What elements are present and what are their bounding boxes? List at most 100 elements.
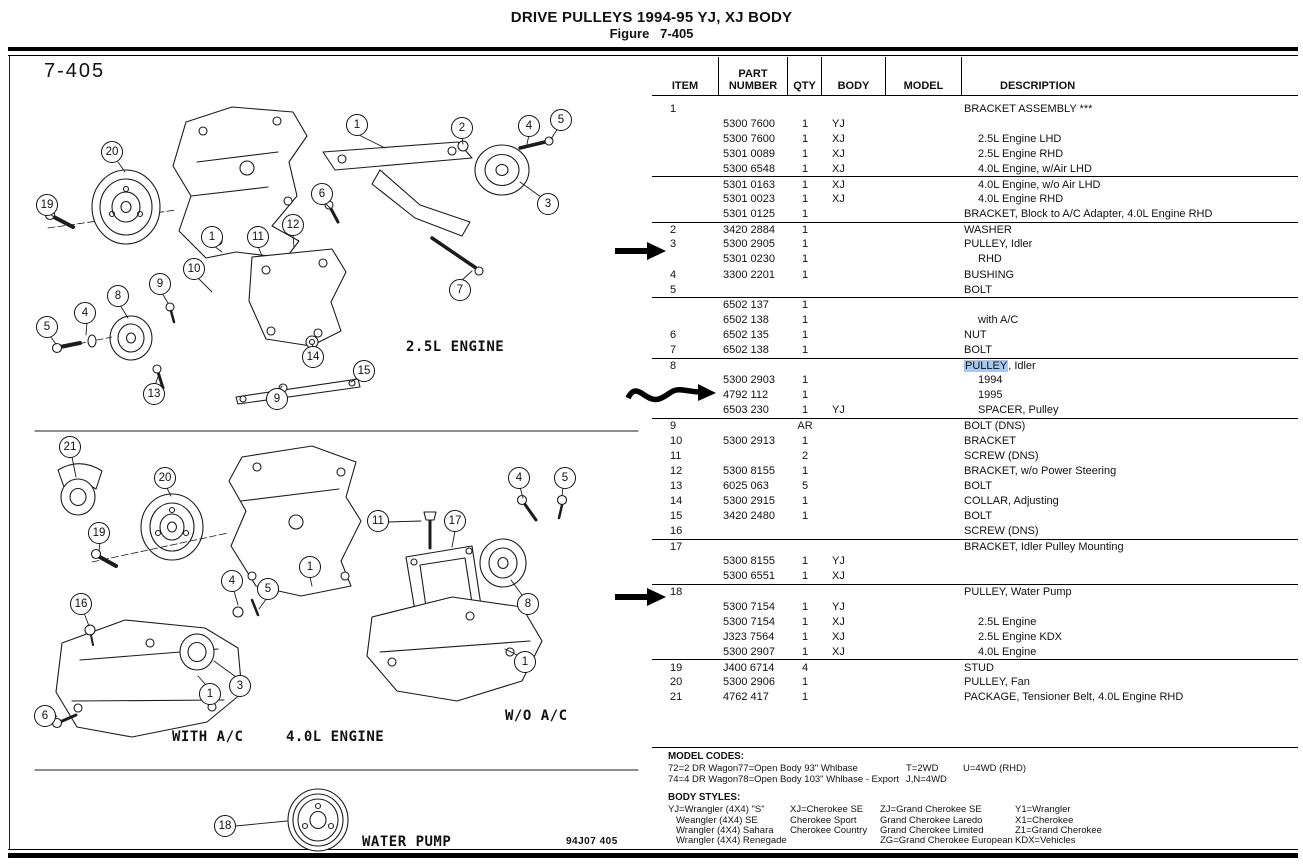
col-header-description: DESCRIPTION	[1000, 80, 1076, 92]
cell-part: 3300 2201	[723, 268, 775, 281]
plate-code: 94J07 405	[566, 836, 618, 847]
cell-part: 3420 2480	[723, 510, 775, 523]
cell-description: 1994	[978, 374, 1003, 387]
cell-qty: 1	[801, 374, 809, 387]
cell-body: YJ	[832, 117, 845, 130]
cell-description: BRACKET, Idler Pulley Mounting	[964, 540, 1124, 553]
body-styles-section: BODY STYLES: YJ=Wrangler (4X4) "S"XJ=Che…	[668, 792, 1102, 847]
callout-11: 11	[247, 226, 269, 248]
callout-4: 4	[221, 570, 243, 592]
cell-part: 6502 137	[723, 299, 769, 312]
cell-item: 3	[670, 238, 677, 251]
callout-15: 15	[353, 360, 375, 382]
callout-4: 4	[508, 467, 530, 489]
cell-description: 4.0L Engine	[978, 645, 1037, 658]
cell-item: 18	[670, 586, 683, 599]
callout-1: 1	[346, 114, 368, 136]
cell-description: BOLT (DNS)	[964, 420, 1026, 433]
cell-qty: 1	[801, 404, 809, 417]
callout-6: 6	[34, 705, 56, 727]
cell-part: 5300 7154	[723, 615, 775, 628]
callout-1: 1	[201, 226, 223, 248]
cell-qty: 1	[801, 630, 809, 643]
cell-description: 4.0L Engine RHD	[978, 193, 1064, 206]
callout-18: 18	[214, 815, 236, 837]
cell-body: XJ	[832, 570, 845, 583]
callout-12: 12	[282, 214, 304, 236]
cell-qty: 1	[801, 344, 809, 357]
cell-description: 1995	[978, 389, 1003, 402]
cell-description: SCREW (DNS)	[964, 525, 1039, 538]
cell-description: PULLEY, Water Pump	[964, 586, 1072, 599]
cell-part: 5301 0125	[723, 208, 775, 221]
col-header-part-line1: PART	[738, 68, 768, 80]
label-water-pump: WATER PUMP	[362, 834, 452, 850]
callout-7: 7	[449, 279, 471, 301]
cell-item: 4	[670, 268, 677, 281]
callout-11: 11	[367, 510, 389, 532]
cell-part: 5300 7600	[723, 132, 775, 145]
code-cell: Wrangler (4X4) Renegade	[676, 835, 787, 847]
cell-body: XJ	[832, 178, 845, 191]
code-cell: ZJ=Grand Cherokee SE	[880, 804, 982, 816]
model-codes-heading: MODEL CODES:	[668, 751, 745, 762]
cell-description: PULLEY, Idler	[964, 359, 1036, 372]
page-left-border	[9, 56, 10, 849]
cell-part: 5300 2905	[723, 238, 775, 251]
cell-qty: 1	[801, 645, 809, 658]
cell-body: YJ	[832, 600, 845, 613]
callout-1: 1	[199, 683, 221, 705]
cell-description: 4.0L Engine, w/Air LHD	[978, 162, 1092, 175]
cell-description: SCREW (DNS)	[964, 449, 1039, 462]
cell-item: 10	[670, 434, 683, 447]
callout-20: 20	[154, 467, 176, 489]
cell-part: 4792 112	[723, 389, 769, 402]
cell-qty: 1	[801, 268, 809, 281]
code-cell: X1=Cherokee	[1015, 814, 1074, 826]
code-cell: Wrangler (4X4) Sahara	[676, 824, 774, 836]
label-4-0l-engine: 4.0L ENGINE	[286, 729, 385, 745]
cell-item: 15	[670, 510, 683, 523]
callout-21: 21	[59, 436, 81, 458]
code-cell: 78=Open Body 103" Whlbase - Export	[738, 773, 900, 785]
cell-qty: 1	[801, 253, 809, 266]
cell-description: PACKAGE, Tensioner Belt, 4.0L Engine RHD	[964, 691, 1184, 704]
cell-body: XJ	[832, 147, 845, 160]
cell-description: STUD	[964, 661, 994, 674]
cell-qty: 1	[801, 494, 809, 507]
code-cell: KDX=Vehicles	[1015, 835, 1076, 847]
cell-description: PULLEY, Fan	[964, 676, 1030, 689]
cell-description: WASHER	[964, 223, 1012, 236]
cell-description: SPACER, Pulley	[978, 404, 1059, 417]
cell-part: J323 7564	[723, 630, 775, 643]
cell-qty: 1	[801, 162, 809, 175]
cell-part: 6502 135	[723, 328, 769, 341]
cell-item: 11	[670, 449, 682, 462]
callout-19: 19	[88, 522, 110, 544]
callout-6: 6	[311, 183, 333, 205]
cell-description: BUSHING	[964, 268, 1015, 281]
cell-body: XJ	[832, 645, 845, 658]
cell-description: 2.5L Engine	[978, 615, 1037, 628]
cell-qty: 1	[801, 208, 809, 221]
code-cell	[790, 836, 880, 846]
cell-qty: 1	[801, 555, 809, 568]
callout-8: 8	[107, 285, 129, 307]
cell-item: 2	[670, 223, 677, 236]
cell-description: BRACKET, Block to A/C Adapter, 4.0L Engi…	[964, 208, 1213, 221]
callout-3: 3	[229, 675, 251, 697]
